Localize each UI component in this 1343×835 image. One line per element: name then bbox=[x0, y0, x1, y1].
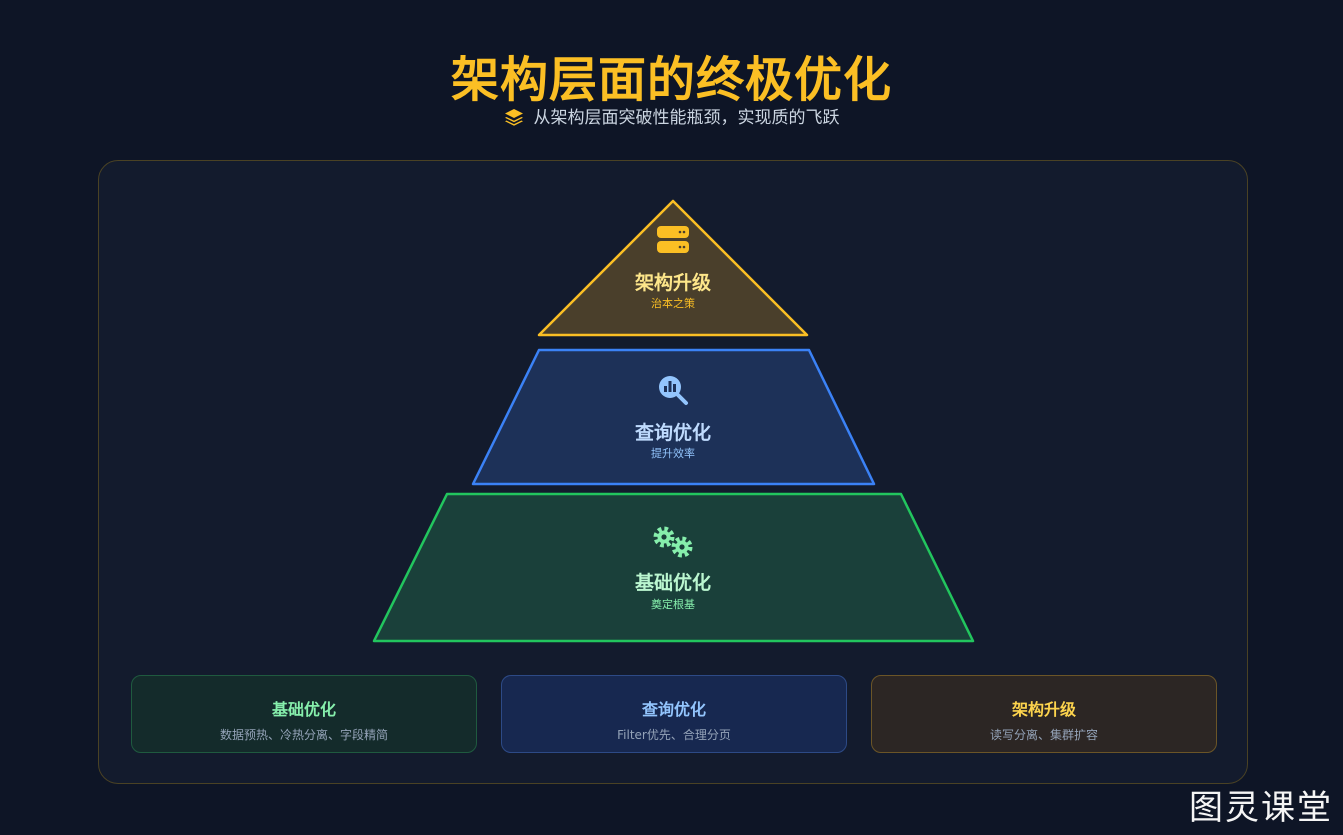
pyramid-level-base[interactable]: 基础优化 奠定根基 bbox=[372, 492, 975, 643]
card-description: 数据预热、冷热分离、字段精简 bbox=[219, 728, 388, 742]
summary-cards: 基础优化 数据预热、冷热分离、字段精简 查询优化 Filter优先、合理分页 架… bbox=[131, 675, 1217, 753]
layers-icon bbox=[504, 109, 523, 126]
pyramid-level-architecture-title: 架构升级 bbox=[634, 271, 711, 294]
page-title: 架构层面的终极优化 bbox=[450, 52, 892, 108]
card-title: 架构升级 bbox=[1011, 700, 1076, 719]
card-title: 查询优化 bbox=[641, 700, 706, 719]
card-architecture-upgrade[interactable]: 架构升级 读写分离、集群扩容 bbox=[871, 675, 1217, 753]
card-description: Filter优先、合理分页 bbox=[617, 728, 731, 742]
card-description: 读写分离、集群扩容 bbox=[989, 728, 1098, 742]
pyramid-level-query-shape bbox=[471, 348, 876, 486]
gears-icon bbox=[653, 526, 693, 558]
pyramid-level-base-title: 基础优化 bbox=[634, 571, 711, 594]
pyramid-level-query[interactable]: 查询优化 提升效率 bbox=[471, 348, 876, 486]
card-title: 基础优化 bbox=[271, 700, 336, 719]
pyramid-level-query-subtitle: 提升效率 bbox=[651, 446, 695, 460]
card-base-optimization[interactable]: 基础优化 数据预热、冷热分离、字段精简 bbox=[131, 675, 477, 753]
search-chart-icon bbox=[659, 376, 688, 405]
pyramid-level-query-title: 查询优化 bbox=[634, 421, 711, 444]
pyramid-level-architecture[interactable]: 架构升级 治本之策 bbox=[537, 199, 809, 337]
pyramid-level-architecture-shape bbox=[537, 199, 809, 337]
pyramid-level-architecture-subtitle: 治本之策 bbox=[651, 296, 695, 310]
subtitle-text: 从架构层面突破性能瓶颈，实现质的飞跃 bbox=[533, 108, 840, 128]
server-icon bbox=[657, 226, 689, 253]
pyramid-level-base-shape bbox=[372, 492, 975, 643]
pyramid-level-base-subtitle: 奠定根基 bbox=[651, 597, 695, 611]
page-subtitle: 从架构层面突破性能瓶颈，实现质的飞跃 bbox=[0, 103, 1343, 128]
watermark: 图灵课堂 bbox=[1189, 788, 1333, 828]
card-query-optimization[interactable]: 查询优化 Filter优先、合理分页 bbox=[501, 675, 847, 753]
